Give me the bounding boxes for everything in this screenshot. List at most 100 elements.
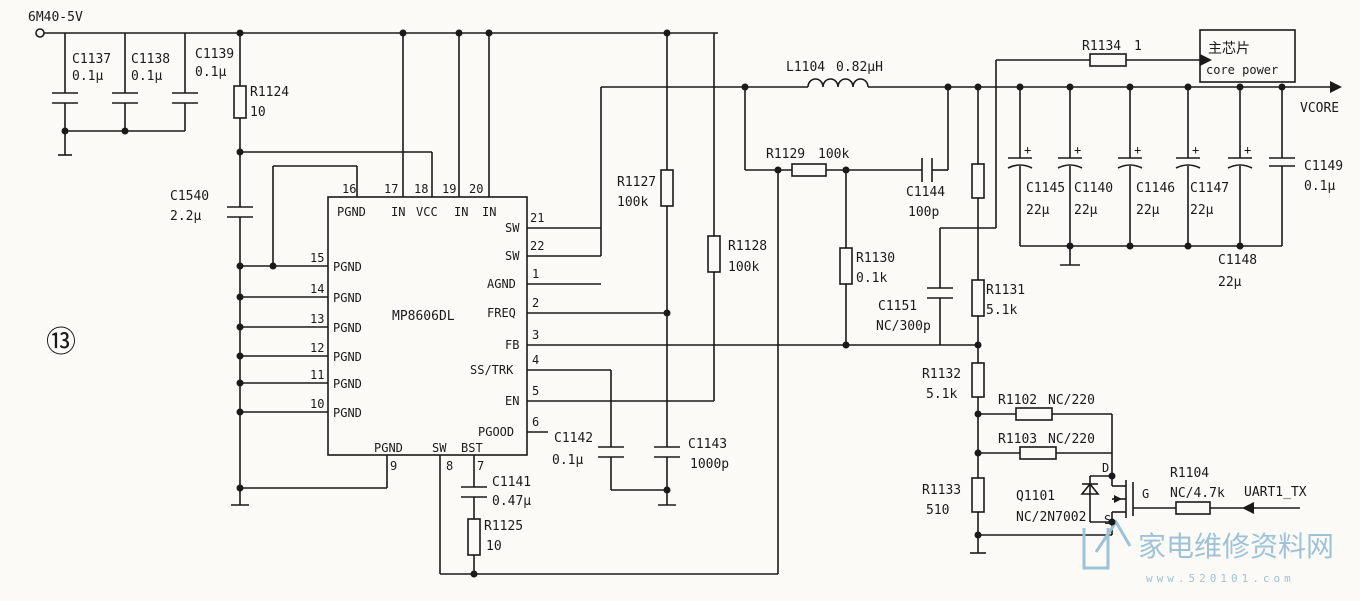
ref-l1104: L1104 <box>786 60 825 75</box>
ref-r1125: R1125 <box>484 519 523 534</box>
capacitor-symbols: + + + + + <box>52 92 1295 498</box>
circle-number: ⑬ <box>46 325 76 360</box>
val-r1102: NC/220 <box>1048 393 1095 408</box>
pin-label: IN <box>391 205 405 219</box>
pin-label: PGND <box>333 260 362 274</box>
pin-num: 11 <box>310 368 324 382</box>
ref-r1134: R1134 <box>1082 39 1121 54</box>
pin-num: 16 <box>342 182 356 196</box>
pin-label: AGND <box>487 277 516 291</box>
res-r1127 <box>660 169 674 207</box>
ref-c1142: C1142 <box>554 431 593 446</box>
res-r1102 <box>1015 407 1053 421</box>
cap-c1140: + <box>1057 143 1083 169</box>
val-c1540: 2.2μ <box>170 209 201 224</box>
ref-r1102: R1102 <box>998 393 1037 408</box>
ref-c1143: C1143 <box>688 437 727 452</box>
core-box-title: 主芯片 <box>1208 41 1250 57</box>
cap-c1147: + <box>1175 143 1201 169</box>
core-power-box <box>1199 29 1296 83</box>
val-r1130: 0.1k <box>856 271 887 286</box>
pin-num: 4 <box>532 353 539 367</box>
text-labels: 6M40-5V VCORE UART1_TX ⑬ MP8606DL 16 17 … <box>28 10 1343 585</box>
ref-c1141: C1141 <box>492 475 531 490</box>
ref-r1124: R1124 <box>250 85 289 100</box>
pin-num: 10 <box>310 397 324 411</box>
uart-label: UART1_TX <box>1244 485 1307 500</box>
arrow-core-power <box>1200 54 1212 66</box>
watermark-url: www.520101.com <box>1146 572 1295 585</box>
ref-q1101: Q1101 <box>1016 489 1055 504</box>
val-c1151: NC/300p <box>876 319 931 334</box>
ref-c1139: C1139 <box>195 47 234 62</box>
pin-num: 22 <box>530 239 544 253</box>
ref-r1129: R1129 <box>766 147 805 162</box>
pin-label: PGOOD <box>478 425 514 439</box>
val-c1140: 22μ <box>1074 203 1098 218</box>
svg-text:+: + <box>1192 143 1199 157</box>
resistor-symbols <box>233 53 1211 556</box>
ref-c1145: C1145 <box>1026 181 1065 196</box>
val-c1147: 22μ <box>1190 203 1214 218</box>
watermark-logo-icon <box>1082 519 1132 570</box>
val-c1145: 22μ <box>1026 203 1050 218</box>
pin-num: 2 <box>532 296 539 310</box>
res-r1128 <box>707 235 721 273</box>
pin-num: 21 <box>530 211 544 225</box>
val-r1125: 10 <box>486 539 502 554</box>
pin-num: 12 <box>310 341 324 355</box>
pin-label: PGND <box>333 406 362 420</box>
pin-num: 8 <box>446 459 453 473</box>
pin-num: 14 <box>310 282 324 296</box>
wires <box>35 28 1330 575</box>
ref-r1127: R1127 <box>617 175 656 190</box>
pin-label: FREQ <box>487 306 516 320</box>
ref-r1128: R1128 <box>728 239 767 254</box>
val-c1141: 0.47μ <box>492 494 531 509</box>
ref-c1146: C1146 <box>1136 181 1175 196</box>
ref-c1151: C1151 <box>878 299 917 314</box>
ref-c1149: C1149 <box>1304 159 1343 174</box>
pin-num: 7 <box>477 459 484 473</box>
res-r1104 <box>1175 501 1211 515</box>
cap-c1145: + <box>1007 143 1033 169</box>
val-c1146: 22μ <box>1136 203 1160 218</box>
ref-c1138: C1138 <box>131 52 170 67</box>
pin-num: 17 <box>384 182 398 196</box>
cap-c1146: + <box>1117 143 1143 169</box>
val-l1104: 0.82μH <box>836 60 883 75</box>
mosfet-pin-g: G <box>1142 487 1149 501</box>
res-r1131 <box>971 279 985 317</box>
svg-text:+: + <box>1074 143 1081 157</box>
pin-label: SW <box>505 221 520 235</box>
val-c1139: 0.1μ <box>195 65 226 80</box>
ref-r1130: R1130 <box>856 251 895 266</box>
pin-label: PGND <box>374 441 403 455</box>
watermark-text: 家电维修资料网 <box>1138 530 1334 563</box>
input-rail-label: 6M40-5V <box>28 10 83 25</box>
svg-text:+: + <box>1244 143 1251 157</box>
val-c1142: 0.1μ <box>552 453 583 468</box>
val-r1124: 10 <box>250 105 266 120</box>
pin-label: SW <box>505 249 520 263</box>
val-c1144: 100p <box>908 205 939 220</box>
ref-r1104: R1104 <box>1170 466 1209 481</box>
res-fb-top <box>971 163 985 199</box>
ic-mp8606dl <box>327 196 528 456</box>
res-r1103 <box>1019 446 1057 460</box>
arrow-vcore <box>1330 81 1342 93</box>
pin-num: 5 <box>532 384 539 398</box>
cap-c1148: + <box>1227 143 1253 169</box>
ref-c1140: C1140 <box>1074 181 1113 196</box>
arrows <box>1200 54 1342 514</box>
val-c1149: 0.1μ <box>1304 179 1335 194</box>
val-c1143: 1000p <box>690 457 729 472</box>
pin-label: SW <box>432 441 447 455</box>
pin-num: 19 <box>442 182 456 196</box>
inductor-l1104 <box>807 78 869 88</box>
res-r1125 <box>467 518 481 556</box>
val-r1103: NC/220 <box>1048 432 1095 447</box>
svg-text:+: + <box>1134 143 1141 157</box>
ref-c1148: C1148 <box>1218 253 1257 268</box>
val-c1148: 22μ <box>1218 275 1242 290</box>
